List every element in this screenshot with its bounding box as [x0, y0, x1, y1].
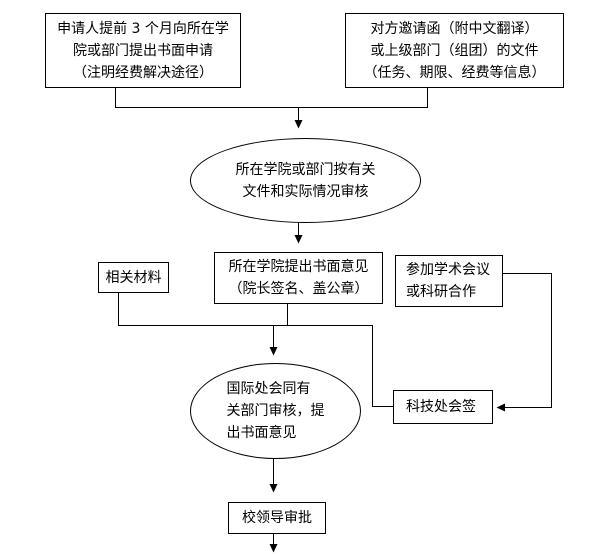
node-college-opinion: 所在学院提出书面意见 （院长签名、盖公章） — [214, 252, 383, 304]
arrow-to-college-opinion — [294, 222, 303, 244]
node-related-materials: 相关材料 — [98, 262, 169, 293]
node-invitation-docs: 对方邀请函（附中文翻译） 或上级部门（组团）的文件 （任务、期限、经费等信息） — [345, 13, 564, 88]
arrow-to-leader-approval — [269, 459, 278, 493]
node-academic-activity: 参加学术会议 或科研合作 — [395, 255, 503, 307]
node-college-review: 所在学院或部门按有关 文件和实际情况审核 — [190, 138, 421, 223]
arrow-to-college-review — [294, 107, 303, 129]
connector-materials-junction — [118, 292, 393, 407]
arrow-to-intl-review — [269, 325, 278, 356]
node-applicant-request: 申请人提前 3 个月向所在学 院或部门提出书面申请 （注明经费解决途径） — [45, 13, 241, 88]
node-tech-countersign: 科技处会签 — [393, 390, 493, 424]
arrow-academic-to-tech — [496, 273, 552, 412]
connector-top-merge — [115, 87, 428, 108]
arrow-exit-bottom — [269, 533, 278, 553]
node-intl-office-review: 国际处会同有 关部门审核，提 出书面意见 — [190, 363, 361, 459]
node-leader-approval: 校领导审批 — [228, 502, 326, 534]
